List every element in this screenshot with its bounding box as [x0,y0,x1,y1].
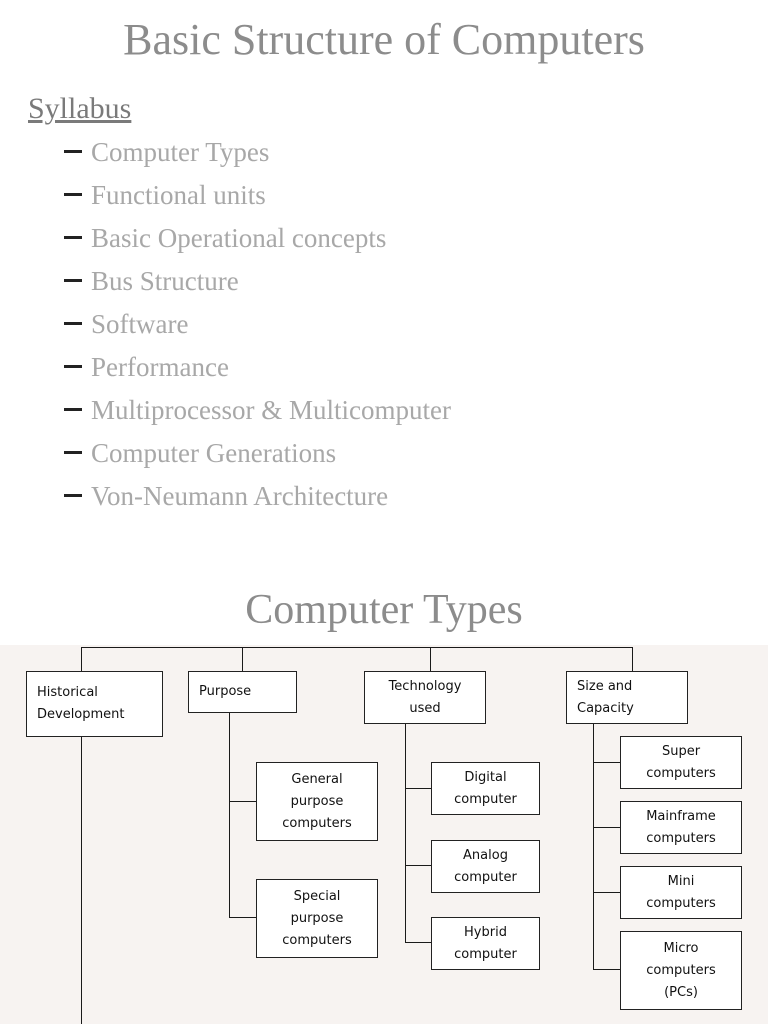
box-line: computers [282,815,352,831]
connector-mainframe-branch [593,827,620,828]
syllabus-item-label: Performance [91,352,229,382]
box-line: computer [454,869,517,885]
connector-size-drop [632,647,633,671]
syllabus-item: Bus Structure [64,266,451,309]
box-line: Hybrid [464,924,507,940]
connector-hybrid-branch [405,942,431,943]
box-line: computers [646,830,716,846]
syllabus-item-label: Computer Types [91,137,270,167]
connector-purpose-trunk [229,712,230,918]
super-computers: Super computers [620,736,742,789]
syllabus-item-label: Multiprocessor & Multicomputer [91,395,451,425]
page-title: Basic Structure of Computers [123,15,645,64]
dash-bullet-icon [64,193,82,197]
mini-computers: Mini computers [620,866,742,919]
connector-analog-branch [405,865,431,866]
dash-bullet-icon [64,365,82,369]
dash-bullet-icon [64,279,82,283]
connector-size-trunk [593,723,594,970]
syllabus-item-label: Software [91,309,189,339]
box-line: computers [646,895,716,911]
dash-bullet-icon [64,494,82,498]
connector-special-branch [229,917,256,918]
connector-mini-branch [593,892,620,893]
syllabus-item: Multiprocessor & Multicomputer [64,395,451,438]
syllabus-item: Functional units [64,180,451,223]
box-line: Technology [388,678,462,694]
connector-historical-trunk [81,736,82,1024]
syllabus-item: Performance [64,352,451,395]
box-line: computers [646,962,716,978]
connector-historical-drop [81,647,82,671]
dash-bullet-icon [64,451,82,455]
connector-top-horizontal [81,647,633,648]
box-line: Special [293,888,341,904]
dash-bullet-icon [64,408,82,412]
category-technology-used: Technology used [364,671,486,724]
connector-general-branch [229,801,256,802]
syllabus-item: Basic Operational concepts [64,223,451,266]
box-line: Analog [463,847,508,863]
syllabus-list: Computer Types Functional units Basic Op… [64,137,451,524]
box-line: Digital [464,769,507,785]
category-historical-development: Historical Development [26,671,163,737]
category-size-and-capacity: Size and Capacity [566,671,688,724]
diagram-title: Computer Types [245,587,523,633]
connector-purpose-drop [242,647,243,671]
box-line: computers [646,765,716,781]
syllabus-item-label: Functional units [91,180,266,210]
box-line: (PCs) [664,984,698,1000]
box-line: computer [454,946,517,962]
connector-micro-branch [593,969,620,970]
mainframe-computers: Mainframe computers [620,801,742,854]
dash-bullet-icon [64,322,82,326]
analog-computer: Analog computer [431,840,540,893]
connector-digital-branch [405,788,431,789]
dash-bullet-icon [64,236,82,240]
box-line: Mini [667,873,695,889]
connector-technology-trunk [405,723,406,943]
box-line: Size and [577,678,633,694]
box-line: Historical [37,685,98,700]
box-line: computer [454,791,517,807]
syllabus-item: Software [64,309,451,352]
micro-computers: Micro computers (PCs) [620,931,742,1010]
syllabus-item: Computer Types [64,137,451,180]
digital-computer: Digital computer [431,762,540,815]
box-line: used [409,700,441,716]
box-line: Micro [663,940,699,956]
syllabus-item-label: Computer Generations [91,438,337,468]
syllabus-item-label: Von-Neumann Architecture [91,481,389,511]
special-purpose-computers: Special purpose computers [256,879,378,958]
box-line: Mainframe [646,808,716,824]
box-line: Purpose [199,684,252,699]
box-line: Super [661,743,701,759]
syllabus-item: Von-Neumann Architecture [64,481,451,524]
syllabus-item-label: Basic Operational concepts [91,223,387,253]
box-line: purpose [290,910,344,926]
hybrid-computer: Hybrid computer [431,917,540,970]
general-purpose-computers: General purpose computers [256,762,378,841]
syllabus-item-label: Bus Structure [91,266,239,296]
syllabus-heading: Syllabus [28,92,132,125]
dash-bullet-icon [64,150,82,154]
connector-super-branch [593,762,620,763]
syllabus-item: Computer Generations [64,438,451,481]
connector-technology-drop [430,647,431,671]
box-line: Development [37,707,125,722]
box-line: computers [282,932,352,948]
box-line: General [291,771,343,787]
box-line: purpose [290,793,344,809]
box-line: Capacity [577,700,634,716]
category-purpose: Purpose [188,671,297,713]
